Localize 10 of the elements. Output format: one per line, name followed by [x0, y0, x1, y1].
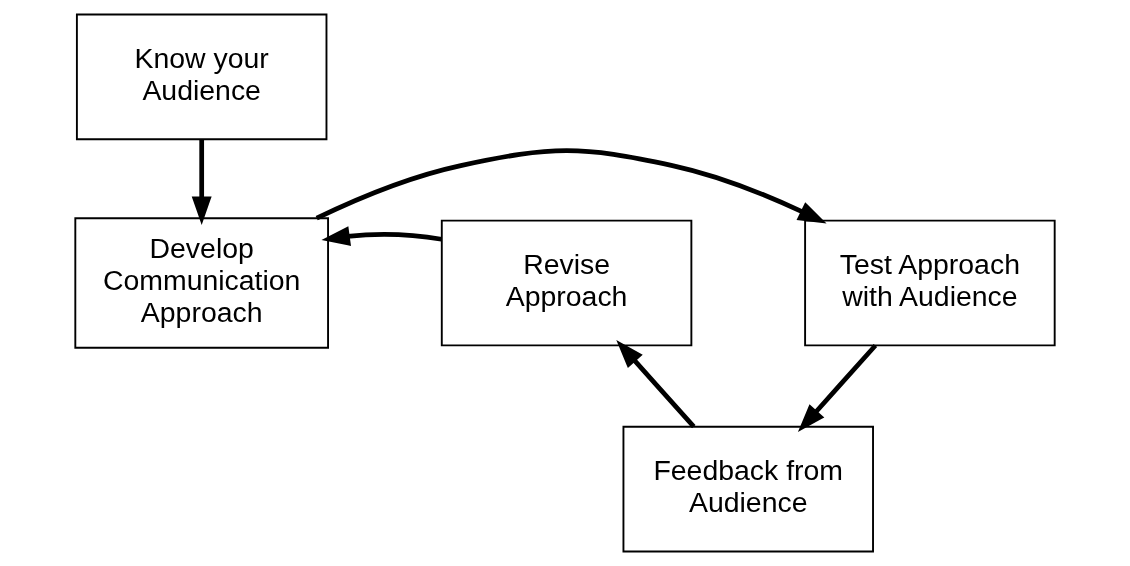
node-box: Revise Approach: [440, 219, 693, 347]
arrow: [315, 148, 827, 224]
arrow: [616, 340, 696, 429]
arrow: [191, 139, 212, 225]
node-box: Test Approach with Audience: [804, 219, 1056, 347]
node-box: Develop Communication Approach: [74, 217, 329, 349]
node-box: Feedback from Audience: [622, 425, 874, 553]
arrow: [321, 226, 442, 246]
node-box: Know your Audience: [75, 13, 328, 141]
arrow: [797, 343, 878, 433]
